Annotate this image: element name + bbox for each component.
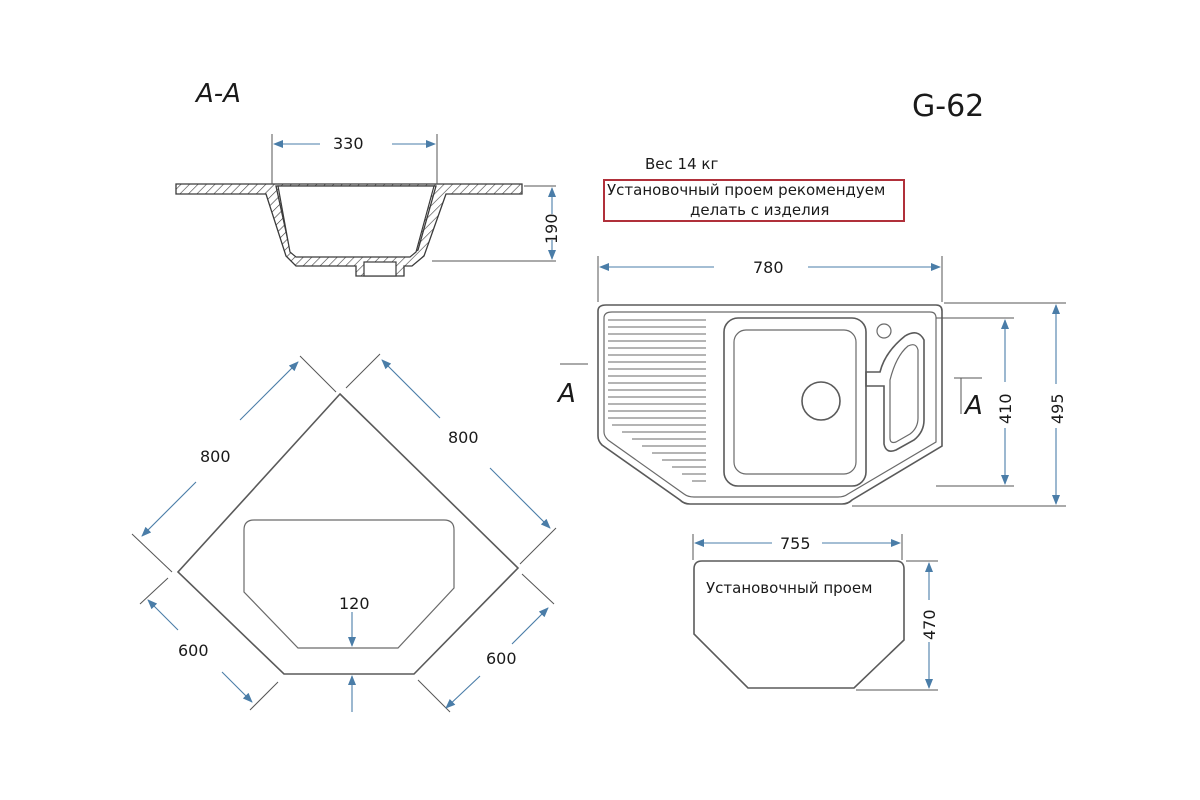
dim-800-right-line (381, 359, 441, 419)
section-view: 330 190 (175, 134, 561, 277)
corner-view: 800 800 600 600 120 (131, 353, 557, 713)
secondary-bowl-inner (889, 344, 919, 444)
install-note-box (603, 179, 905, 222)
sink-inner-outline (603, 311, 937, 498)
dim-495: 495 (1048, 393, 1067, 424)
drain-outlet (363, 261, 397, 277)
cutout-label: Установочный проем (706, 579, 872, 597)
cutout-outline (693, 560, 905, 689)
dim-800-left: 800 (200, 447, 231, 466)
dim-600-right-line (511, 607, 549, 645)
dim-800-right: 800 (448, 428, 479, 447)
dim-600-left-line (147, 599, 179, 631)
dim-780: 780 (753, 258, 784, 277)
section-mark-right: A (963, 391, 983, 421)
top-view: 780 (556, 256, 1067, 507)
install-note-line1: Установочный проем рекомендуем (607, 181, 885, 199)
main-bowl-inner (733, 329, 857, 475)
corner-cutout-shape (243, 519, 455, 649)
dim-330: 330 (333, 134, 364, 153)
dim-600-left: 600 (178, 641, 209, 660)
main-bowl-outer (723, 317, 867, 487)
dim-190: 190 (542, 213, 561, 244)
dim-470: 470 (920, 609, 939, 640)
drainer-ribs (608, 319, 706, 482)
tap-hole (876, 323, 892, 339)
dim-755: 755 (780, 534, 811, 553)
sink-outline (597, 304, 943, 505)
drain-hole (801, 381, 841, 421)
dim-120: 120 (339, 594, 370, 613)
weight-note: Вес 14 кг (645, 155, 718, 173)
dim-800-left-line (239, 361, 299, 421)
secondary-bowl (865, 332, 925, 452)
section-mark-left: A (556, 379, 576, 409)
section-title: A-A (194, 79, 241, 109)
dim-410: 410 (996, 393, 1015, 424)
install-note-line2: делать с изделия (690, 201, 829, 219)
dim-600-right: 600 (486, 649, 517, 668)
corner-outline (176, 392, 520, 675)
model-code: G-62 (912, 89, 984, 124)
section-inner (277, 185, 435, 258)
cutout-view: 755 Установочный проем 470 (692, 534, 939, 691)
